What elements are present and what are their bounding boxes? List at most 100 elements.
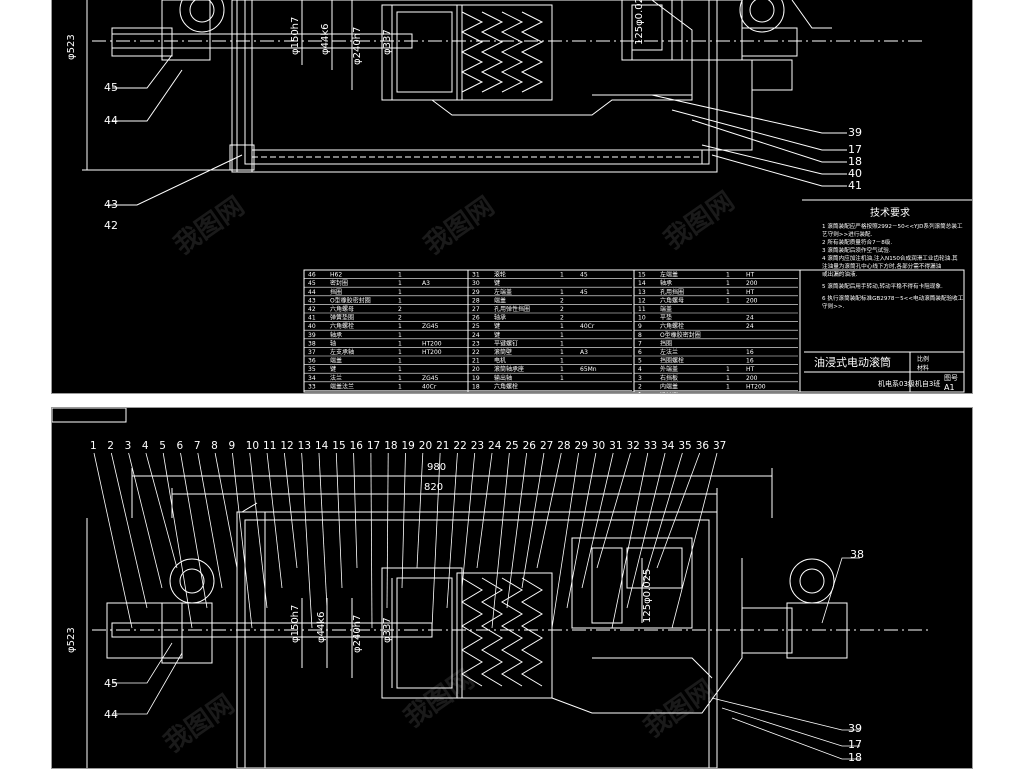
bom-cell-index: 35 [308,366,316,373]
callout-18: 18 [384,440,397,452]
callout-6: 6 [177,440,184,452]
bom-cell-qty: 1 [560,358,564,365]
figure-label: 图号 [944,374,958,382]
bom-cell-qty: 1 [726,272,730,279]
callout-leaders-top [93,452,718,629]
callout-22: 22 [453,440,466,452]
callout-19: 19 [402,440,415,452]
bom-cell-index: 8 [638,332,642,339]
callout-25: 25 [505,440,518,452]
bom-cell-material: 200 [746,280,758,287]
callout-3: 3 [125,440,132,452]
svg-text:我图网: 我图网 [659,186,740,255]
bom-cell-name: 轴承 [330,331,342,339]
callout-17: 17 [367,440,380,452]
leader-33 [611,452,649,629]
dim-diameter-523: φ523 [66,34,77,60]
callouts-left-a: 45 44 43 42 [104,81,118,232]
bom-cell-name: 六角螺母 [660,296,684,304]
callout-17: 17 [848,143,862,156]
bom-cell-index: 12 [638,297,646,304]
svg-text:我图网: 我图网 [399,664,480,733]
bom-cell-qty: 1 [398,289,402,296]
callout-13: 13 [298,440,311,452]
leader-5 [162,452,193,629]
bom-cell-index: 45 [308,280,316,287]
callout-44: 44 [104,114,118,127]
leader-3 [128,452,163,589]
bom-cell-name: 键 [494,322,500,330]
leader-22 [446,452,458,609]
dimension-texts-b: 980 820 φ523 φ150h7 φ44k6 φ240h7 φ337 12… [66,462,653,653]
leader-15 [335,452,343,589]
dim-bore-240: φ240h7 [352,615,363,653]
bom-cell-name: 六角螺栓 [330,322,354,330]
callout-9: 9 [228,440,235,452]
tech-note-line: 1 滚筒装配应严格按照2992－50<<YJD系列滚筒总装工 [822,222,963,230]
leader-20 [416,452,424,569]
callout-18: 18 [848,155,862,168]
bom-cell-index: 30 [472,280,480,287]
bom-cell-material: 16 [746,349,754,356]
callout-29: 29 [575,440,588,452]
callout-35: 35 [678,440,691,452]
bom-cell-index: 44 [308,289,316,296]
drawing-title: 油浸式电动滚筒 [814,355,891,369]
leader-24 [476,452,493,569]
bom-cell-material: 24 [746,315,754,322]
bom-cell-name: 端盖 [494,296,506,304]
title-block: 油浸式电动滚筒 比例 材料 机电系03级机自3班 图号 A1 [814,355,958,392]
reducer-gear-housing [571,537,693,629]
bom-cell-qty: 2 [560,306,564,313]
bom-cell-qty: 2 [398,306,402,313]
leader-7 [197,452,223,589]
bom-cell-qty: 2 [398,315,402,322]
bom-cell-material: HT [746,366,755,373]
callout-26: 26 [523,440,537,452]
callout-41: 41 [848,179,862,192]
bom-cell-index: 37 [308,349,316,356]
bom-cell-name: 端盖 [660,305,672,313]
bom-cell-index: 14 [638,280,646,287]
bom-cell-name: 滚筒壁 [494,348,512,356]
bom-cell-name: 内端盖 [660,382,678,390]
technical-requirements: 技术要求 1 滚筒装配应严格按照2992－50<<YJD系列滚筒总装工 艺守则>… [822,206,964,310]
bom-cell-name: 孔用弹性挡圈 [494,305,530,313]
callout-2: 2 [107,440,114,452]
rotor-winding [460,11,484,93]
callout-18: 18 [848,751,862,764]
bom-cell-name: 法兰 [330,374,342,382]
leader-26 [506,452,528,609]
bom-cell-qty: 1 [560,272,564,279]
leader-25 [491,452,510,629]
callouts-right-b: 38 39 17 18 [848,548,864,764]
leader-28 [536,452,562,569]
callout-12: 12 [280,440,293,452]
reducer-housing [431,0,693,116]
bom-cell-index: 43 [308,297,316,304]
bom-cell-qty: 1 [560,340,564,347]
leader-8 [214,452,238,569]
bom-cell-name: 弹簧垫圈 [330,314,354,322]
bom-cell-material: HT200 [746,383,766,390]
bom-cell-name: 左端盖 [494,288,512,296]
leader-4 [145,452,178,569]
bom-cell-index: 7 [638,340,642,347]
ratio-label: 比例 [917,355,929,363]
bom-cell-material: 200 [746,297,758,304]
leader-12 [283,452,298,569]
bom-cell-index: 46 [308,272,316,279]
bom-cell-index: 34 [308,375,316,382]
bom-cell-qty: 1 [398,375,402,382]
bom-cell-index: 29 [472,289,480,296]
leader-39 [651,94,847,134]
bom-cell-material: HT200 [422,340,442,347]
dim-diameter-523: φ523 [66,627,77,653]
tech-note-line: 或出漏的油液. [822,270,858,278]
dim-980: 980 [427,462,446,473]
bom-cell-name: 输出轴 [494,374,512,382]
callout-11: 11 [263,440,276,452]
